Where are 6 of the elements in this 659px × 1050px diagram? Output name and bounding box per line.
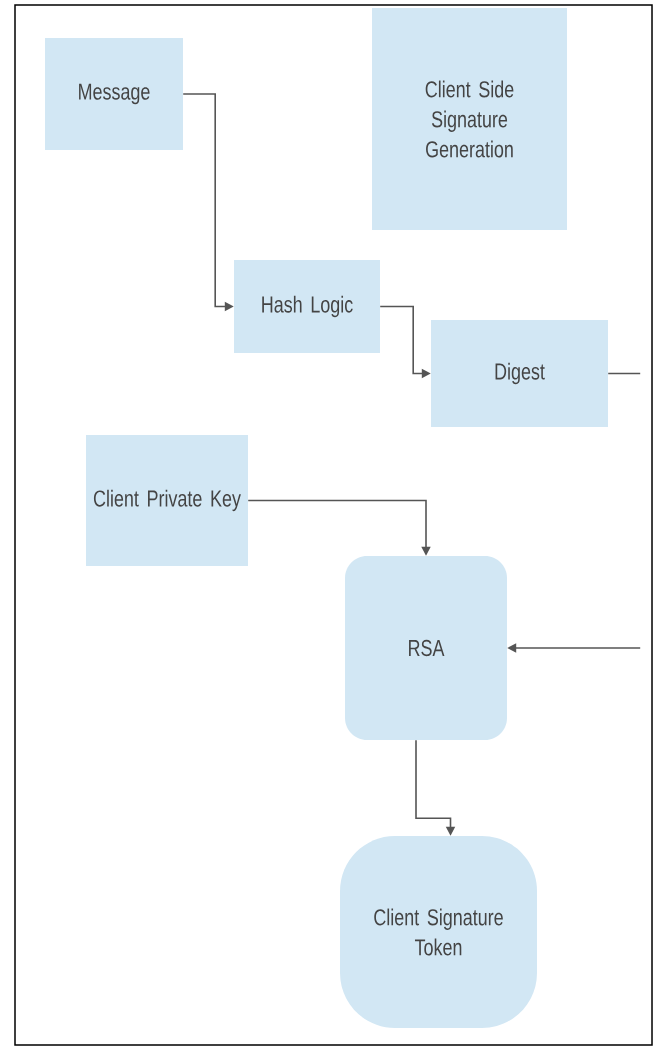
process-box: Digest (431, 320, 608, 427)
process-box: Message (45, 38, 183, 150)
process-box: Hash Logic (234, 260, 380, 353)
process-box: Client Private Key (86, 435, 248, 566)
process-box: RSA (345, 556, 507, 740)
process-box: Client Side Signature Generation (372, 8, 567, 230)
